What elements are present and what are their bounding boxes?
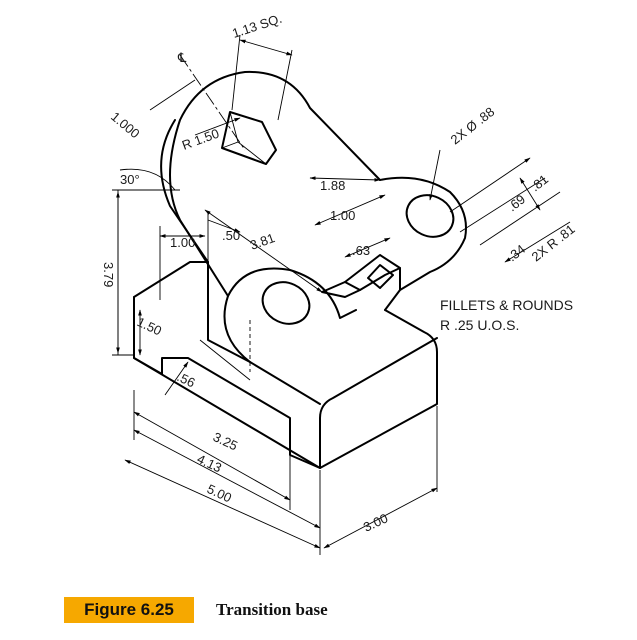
transition-base-drawing: 1.13 SQ. ℄ R 1.50 1.000 30° 3.79 1.00 .5… [101,11,578,555]
dim-069: .69 [505,191,528,214]
dim-050: .50 [222,228,240,243]
dim-034: .34 [505,241,528,264]
dim-381: 3.81 [248,230,277,253]
dim-325: 3.25 [211,429,240,453]
dim-square: 1.13 SQ. [230,11,283,41]
dim-hole: 2X Ø .88 [448,104,498,147]
dim-angle30: 30° [120,172,140,187]
dim-100a: 1.00 [170,235,195,250]
dim-188: 1.88 [320,178,345,193]
dim-379: 3.79 [101,262,116,287]
dim-150: 1.50 [135,314,164,338]
figure-caption: Transition base [216,600,328,619]
note-line1: FILLETS & ROUNDS [440,297,573,313]
figure-label: Figure 6.25 [64,597,194,623]
dim-1000: 1.000 [108,109,143,141]
dim-500: 5.00 [205,481,234,505]
dim-100b: 1.00 [330,208,355,223]
dimension-lines [112,34,571,555]
dim-081: .81 [528,171,551,194]
dim-413: 4.13 [195,451,224,475]
fillets-note: FILLETS & ROUNDS R .25 U.O.S. [440,297,573,333]
dim-300: 3.00 [361,510,390,534]
note-line2: R .25 U.O.S. [440,317,519,333]
dim-centerline: ℄ [177,50,187,65]
dim-063: .63 [352,243,370,258]
dim-r150: R 1.50 [180,126,221,153]
object-outline [133,70,467,469]
dim-056: .56 [175,369,198,390]
